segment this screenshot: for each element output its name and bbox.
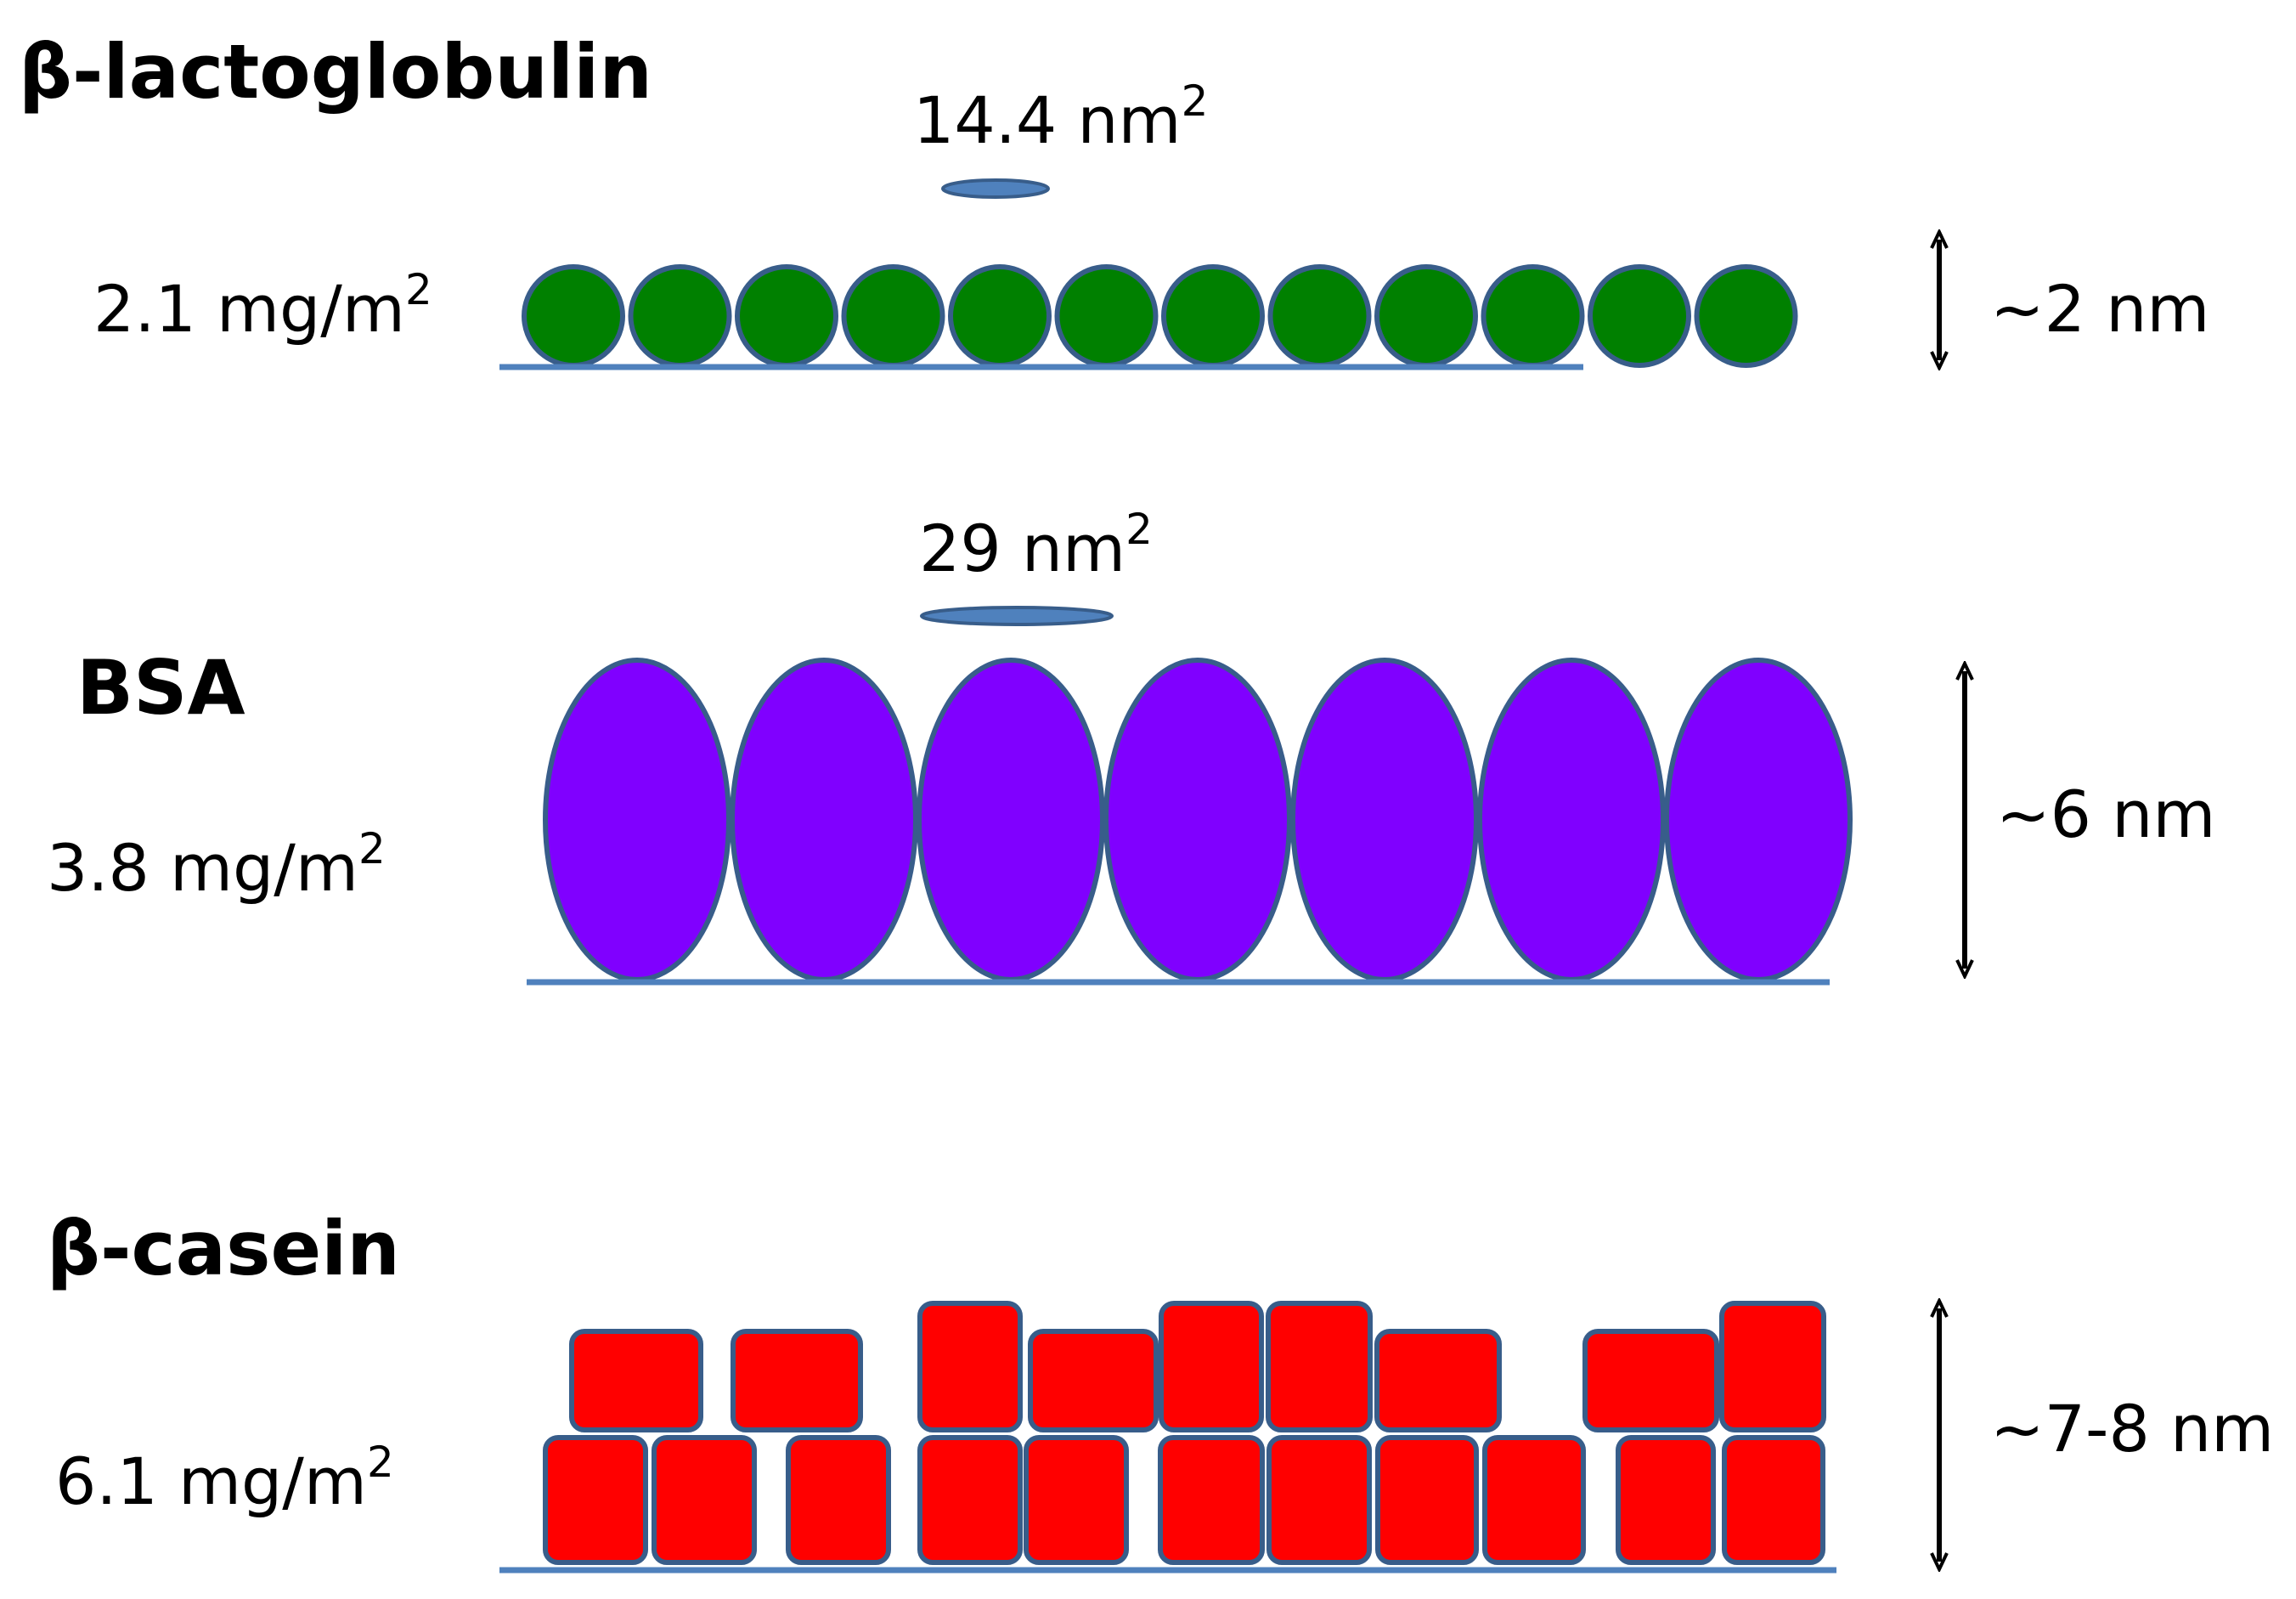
blg-molecule [948,264,1052,368]
casein-molecule-top [917,1301,1023,1432]
blg-title: β-lactoglobulin [19,28,652,116]
bsa-surface-coverage-label: 3.8 mg/m2 [47,824,386,906]
blg-footprint-disk [941,178,1050,199]
blg-thickness-label: ~2 nm [1990,271,2209,347]
casein-molecule-top [1582,1329,1719,1432]
casein-molecule-bottom [1375,1435,1479,1565]
bsa-molecule-row [543,658,1853,982]
bsa-molecule [1477,658,1666,982]
casein-title: β-casein [47,1205,400,1292]
blg-panel: β-lactoglobulin 14.4 nm2 2.1 mg/m2 ~2 nm [19,28,2209,367]
casein-molecule-bottom [1482,1435,1586,1565]
bsa-molecule [730,658,918,982]
bsa-footprint-disk [920,606,1114,626]
blg-molecule [522,264,625,368]
bsa-molecule [917,658,1105,982]
blg-molecule [1054,264,1159,368]
casein-surface-coverage-label: 6.1 mg/m2 [55,1438,394,1519]
casein-molecule-bottom [652,1435,757,1565]
blg-surface-coverage-label: 2.1 mg/m2 [93,265,432,347]
bsa-panel: 29 nm2 BSA 3.8 mg/m2 ~6 nm [47,505,2215,986]
blg-molecule [841,264,945,368]
bsa-thickness-label: ~6 nm [1996,777,2215,852]
bsa-molecule [1290,658,1479,982]
blg-molecule [735,264,838,368]
blg-molecule [1374,264,1478,368]
casein-molecule-bottom [786,1435,891,1565]
casein-molecule-bottom [1616,1435,1716,1565]
casein-molecule-bottom [543,1435,648,1565]
casein-molecule-top [1374,1329,1502,1432]
blg-molecule-row [522,264,1798,368]
blg-molecule [1588,264,1691,368]
blg-molecule [1267,264,1372,368]
casein-molecule-bottom [917,1435,1023,1565]
blg-molecule [1694,264,1798,368]
bsa-molecule [1103,658,1292,982]
casein-molecule-bottom [1158,1435,1265,1565]
casein-molecule-bottom [1722,1435,1825,1565]
bsa-title: BSA [76,644,245,732]
blg-molecule [1161,264,1265,368]
blg-molecule [1481,264,1585,368]
casein-molecule-top [569,1329,703,1432]
bsa-footprint-area-label: 29 nm2 [919,505,1153,586]
casein-molecule-top [731,1329,863,1432]
bsa-molecule [1664,658,1853,982]
casein-panel: β-casein 6.1 mg/m2 ~7-8 nm [47,1205,2274,1574]
casein-molecule-top [1028,1329,1159,1432]
casein-molecule-top [1266,1301,1373,1432]
casein-molecule-top [1159,1301,1264,1432]
casein-thickness-label: ~7-8 nm [1990,1391,2274,1466]
casein-molecule-top [1719,1301,1826,1432]
blg-footprint-area-label: 14.4 nm2 [913,76,1208,158]
casein-molecule-layers [543,1301,1826,1565]
casein-molecule-bottom [1266,1435,1372,1565]
casein-molecule-bottom [1024,1435,1129,1565]
bsa-molecule [543,658,731,982]
blg-molecule [628,264,732,368]
